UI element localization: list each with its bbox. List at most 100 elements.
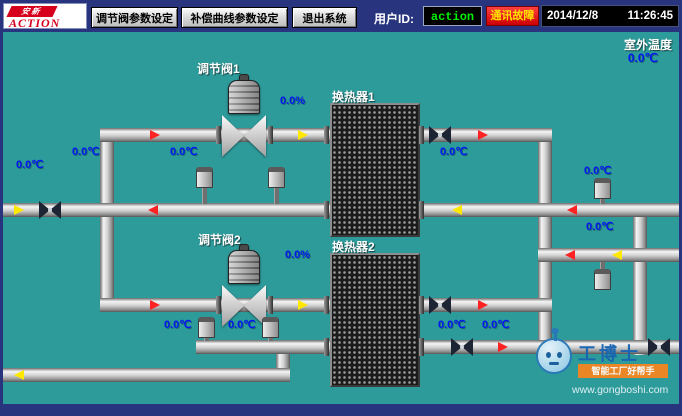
heat-exchanger-2 bbox=[330, 253, 420, 387]
temperature-sensor-icon bbox=[594, 269, 611, 290]
bottom-border bbox=[0, 404, 682, 416]
pipe-main-riser bbox=[100, 128, 114, 312]
sensor-stem bbox=[268, 338, 273, 341]
valve1-label: 调节阀1 bbox=[197, 62, 240, 76]
flow-arrow-left-icon bbox=[148, 205, 158, 215]
temperature-sensor-icon bbox=[196, 167, 213, 188]
pipe-right-branch bbox=[538, 248, 679, 262]
sensor-stem bbox=[274, 188, 279, 204]
pipe-flange bbox=[419, 126, 424, 144]
robot-antenna-dot-icon bbox=[551, 328, 559, 334]
pipe-flange bbox=[419, 201, 424, 219]
user-id-field[interactable]: action bbox=[423, 6, 482, 26]
sensor-stem bbox=[202, 188, 207, 204]
datetime-display: 2014/12/8 11:26:45 bbox=[541, 5, 679, 27]
hx1-label: 换热器1 bbox=[332, 90, 375, 104]
flow-arrow-right-icon bbox=[14, 205, 24, 215]
pipe-flange bbox=[419, 338, 424, 356]
valve2-label: 调节阀2 bbox=[198, 233, 241, 247]
temperature-sensor-icon bbox=[198, 317, 215, 338]
temp-value: 0.0℃ bbox=[170, 146, 198, 158]
compensation-curve-button[interactable]: 补偿曲线参数设定 bbox=[181, 7, 288, 28]
flow-arrow-left-icon bbox=[14, 370, 24, 380]
pipe-flange bbox=[216, 126, 221, 144]
flow-arrow-right-icon bbox=[298, 300, 308, 310]
brand-logo: 安新 ACTION bbox=[3, 3, 87, 30]
date-text: 2014/12/8 bbox=[547, 10, 599, 22]
pipe-hx2-bottom-left bbox=[196, 340, 336, 354]
flow-arrow-left-icon bbox=[567, 205, 577, 215]
flow-arrow-left-icon bbox=[452, 205, 462, 215]
manual-valve-icon bbox=[648, 338, 670, 356]
regulating-valve-2[interactable] bbox=[216, 244, 274, 328]
temp-value: 0.0℃ bbox=[228, 319, 256, 331]
watermark-url: www.gongboshi.com bbox=[572, 384, 669, 396]
temp-value: 0.0℃ bbox=[16, 159, 44, 171]
temp-value: 0.0℃ bbox=[72, 146, 100, 158]
comm-fault-alarm-button[interactable]: 通讯故障 bbox=[486, 6, 539, 26]
temp-value: 0.0℃ bbox=[482, 319, 510, 331]
pipe-far-right-riser bbox=[633, 203, 647, 355]
temperature-sensor-icon bbox=[268, 167, 285, 188]
pipe-flange bbox=[419, 296, 424, 314]
manual-valve-icon bbox=[451, 338, 473, 356]
manual-valve-icon bbox=[39, 201, 61, 219]
flow-arrow-left-icon bbox=[612, 250, 622, 260]
pipe-flange bbox=[324, 338, 329, 356]
manual-valve-icon bbox=[429, 296, 451, 314]
valve-body-icon bbox=[244, 115, 266, 157]
left-border bbox=[0, 32, 3, 404]
pipe-hx1-return-left bbox=[100, 203, 340, 217]
valve-actuator-icon bbox=[228, 250, 260, 284]
pipe-hx1-return-right bbox=[414, 203, 679, 217]
flow-arrow-right-icon bbox=[498, 342, 508, 352]
watermark-name: 工博士 bbox=[578, 344, 641, 364]
flow-arrow-left-icon bbox=[565, 250, 575, 260]
temp-value: 0.0℃ bbox=[586, 221, 614, 233]
flow-arrow-right-icon bbox=[150, 130, 160, 140]
user-id-label: 用户ID: bbox=[374, 12, 414, 26]
valve1-opening-value: 0.0% bbox=[280, 95, 306, 107]
temperature-sensor-icon bbox=[594, 178, 611, 199]
watermark: 工博士 智能工厂好帮手 www.gongboshi.com bbox=[536, 328, 676, 402]
top-toolbar: 安新 ACTION 调节阀参数设定 补偿曲线参数设定 退出系统 用户ID: ac… bbox=[0, 0, 682, 32]
sensor-stem bbox=[204, 338, 209, 341]
regulating-valve-1[interactable] bbox=[216, 74, 274, 158]
pipe-flange bbox=[268, 296, 273, 314]
temperature-sensor-icon bbox=[262, 317, 279, 338]
valve-parameter-button[interactable]: 调节阀参数设定 bbox=[91, 7, 178, 28]
robot-logo-icon bbox=[536, 328, 572, 374]
watermark-tagline: 智能工厂好帮手 bbox=[578, 364, 668, 378]
robot-antenna-icon bbox=[554, 332, 557, 341]
pipe-flange bbox=[216, 296, 221, 314]
right-border bbox=[679, 32, 682, 404]
brand-cn-text: 安新 bbox=[19, 7, 45, 16]
outdoor-temp-label: 室外温度 bbox=[623, 38, 672, 52]
flow-arrow-right-icon bbox=[478, 300, 488, 310]
sensor-stem bbox=[600, 199, 605, 204]
heat-exchanger-1 bbox=[330, 103, 420, 237]
hx2-label: 换热器2 bbox=[332, 240, 375, 254]
flow-arrow-right-icon bbox=[478, 130, 488, 140]
temp-value: 0.0℃ bbox=[164, 319, 192, 331]
pipe-flange bbox=[324, 201, 329, 219]
outdoor-temp-value: 0.0℃ bbox=[627, 51, 658, 65]
manual-valve-icon bbox=[429, 126, 451, 144]
pipe-bottom-outlet bbox=[3, 368, 290, 382]
valve-body-icon bbox=[222, 115, 244, 157]
brand-logo-text: ACTION bbox=[9, 16, 61, 30]
temp-value: 0.0℃ bbox=[584, 165, 612, 177]
pipe-flange bbox=[268, 126, 273, 144]
pipe-flange bbox=[324, 296, 329, 314]
time-text: 11:26:45 bbox=[627, 10, 673, 22]
valve2-opening-value: 0.0% bbox=[285, 249, 311, 261]
exit-system-button[interactable]: 退出系统 bbox=[292, 7, 357, 28]
sensor-stem bbox=[600, 262, 605, 269]
flow-arrow-right-icon bbox=[150, 300, 160, 310]
pipe-right-riser bbox=[538, 128, 552, 354]
flow-arrow-right-icon bbox=[298, 130, 308, 140]
temp-value: 0.0℃ bbox=[440, 146, 468, 158]
valve-actuator-icon bbox=[228, 80, 260, 114]
pipe-flange bbox=[324, 126, 329, 144]
